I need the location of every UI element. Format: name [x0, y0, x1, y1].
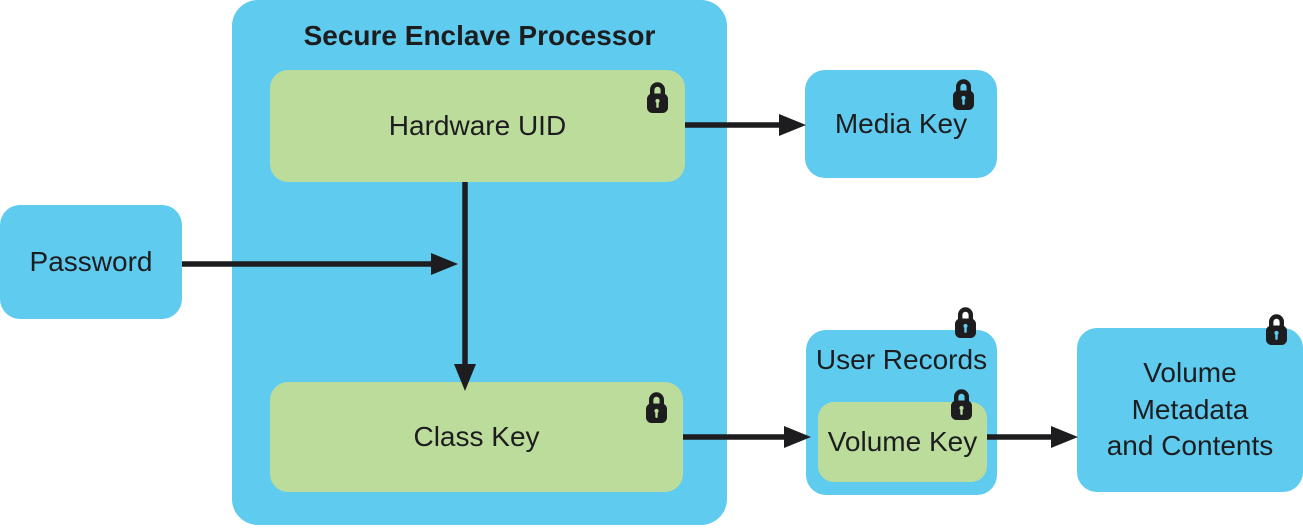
node-hardware-uid: Hardware UID	[270, 70, 685, 182]
lock-icon	[953, 79, 974, 110]
volume-metadata-label: Volume Metadata and Contents	[1106, 357, 1274, 462]
arrow-volume-key-to-volume-metadata	[987, 426, 1078, 448]
volume-key-label: Volume Key	[827, 425, 978, 457]
lock-icon	[646, 392, 667, 423]
lock-icon	[951, 389, 972, 420]
lock-icon	[647, 82, 668, 113]
password-label: Password	[29, 245, 153, 277]
node-media-key: Media Key	[805, 70, 997, 178]
lock-icon	[955, 307, 976, 338]
hardware-uid-label: Hardware UID	[388, 109, 567, 141]
class-key-label: Class Key	[413, 420, 540, 452]
user-records-label: User Records	[815, 344, 988, 375]
media-key-label: Media Key	[834, 107, 968, 139]
lock-icon	[1266, 314, 1287, 345]
node-password: Password	[0, 205, 182, 319]
secure-enclave-title: Secure Enclave Processor	[303, 20, 656, 51]
node-volume-key: Volume Key	[818, 389, 987, 482]
node-class-key: Class Key	[270, 382, 683, 492]
node-volume-metadata: Volume Metadata and Contents	[1077, 314, 1303, 492]
